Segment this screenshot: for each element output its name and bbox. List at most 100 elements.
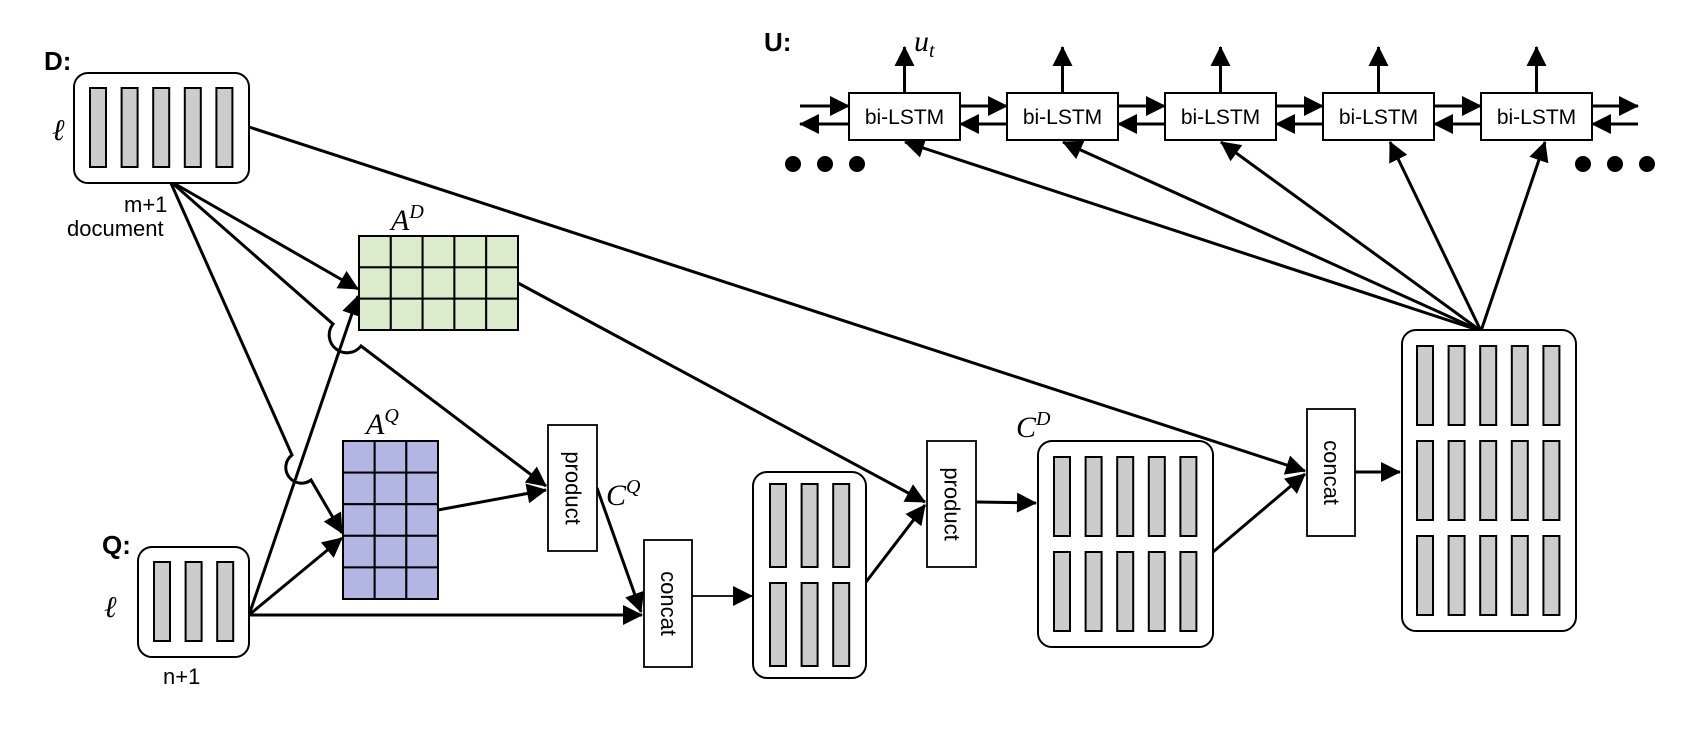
affinity-doc: AD <box>358 201 520 331</box>
affinity-query-label: AQ <box>364 405 399 441</box>
final-concat-vector <box>1416 440 1434 521</box>
context-query-stack <box>752 471 867 679</box>
document-title: D: <box>44 46 71 76</box>
context-doc-vector <box>1116 456 1135 537</box>
edge-document-to-affinity-doc <box>169 179 359 291</box>
concat-2-box <box>1306 408 1356 537</box>
edge-context-doc-to-concat-2 <box>1212 472 1306 554</box>
affinity-doc-cell <box>421 235 456 269</box>
edge-product-1-to-concat-1 <box>595 487 645 613</box>
fanout-arrow <box>904 138 1482 333</box>
context-query-vector <box>800 582 819 667</box>
final-concat-vector <box>1542 440 1561 521</box>
final-concat-vector <box>1416 535 1434 616</box>
context-doc-container <box>1037 440 1214 648</box>
fanout-arrow <box>1388 141 1483 332</box>
context-query-vector <box>769 582 787 667</box>
affinity-query-cell <box>405 440 440 474</box>
context-query-vector <box>832 582 851 667</box>
product-1-node: product <box>547 424 598 552</box>
bi-lstm-cell: bi-LSTM <box>1480 46 1593 141</box>
context-doc-vector <box>1084 551 1103 632</box>
context-doc-vector <box>1116 551 1135 632</box>
final-concat-stack <box>1401 329 1577 632</box>
edge-query-to-affinity-query <box>248 536 343 617</box>
query-vector <box>153 561 171 642</box>
final-concat-vector <box>1510 440 1529 521</box>
affinity-doc-cell <box>453 235 488 269</box>
context-query-vector <box>769 483 787 568</box>
fanout-arrow <box>1220 140 1482 333</box>
affinity-doc-cell <box>485 297 520 331</box>
final-concat-vector <box>1510 535 1529 616</box>
context-doc-label-sup: D <box>1035 408 1051 430</box>
affinity-query-cell <box>342 503 376 537</box>
query-width-label: n+1 <box>163 664 200 689</box>
bi-lstm-cell: bi-LSTM <box>1322 46 1435 141</box>
bi-lstm-box <box>848 92 961 141</box>
encoder-title: U: <box>764 27 791 57</box>
bi-lstm-label: bi-LSTM <box>1181 106 1260 129</box>
bi-lstm-label: bi-LSTM <box>1497 106 1576 129</box>
edges <box>168 125 1549 625</box>
product-1-box <box>547 424 598 552</box>
ellipsis-dot <box>1639 156 1655 172</box>
affinity-doc-cell <box>421 266 456 300</box>
bi-lstm-chain: bi-LSTM bi-LSTM bi-LSTM bi-LSTM bi-LSTM <box>799 46 1639 141</box>
document-width-label: m+1 <box>124 192 167 217</box>
context-doc-vector <box>1179 456 1198 537</box>
final-concat-vector <box>1542 535 1561 616</box>
edge-context-query-to-product-2 <box>864 504 927 583</box>
document-height-label: ℓ <box>52 114 65 147</box>
query-vectors <box>153 561 235 642</box>
edge-document-to-product-1 <box>169 179 547 488</box>
document-vector <box>89 87 107 168</box>
query-matrix: Q: ℓ n+1 <box>102 530 250 689</box>
final-concat-vector <box>1479 535 1498 616</box>
affinity-query-cell <box>405 566 440 601</box>
query-vector <box>216 561 235 642</box>
context-query-vector <box>832 483 851 568</box>
edge-affinity-query-to-product-1 <box>437 483 547 512</box>
context-query-vectors <box>769 483 851 667</box>
bi-lstm-box <box>1480 92 1593 141</box>
affinity-doc-cell <box>485 235 520 269</box>
context-doc-stack: CD <box>1016 408 1214 648</box>
affinity-doc-cell <box>453 297 488 331</box>
affinity-doc-grid <box>358 235 520 331</box>
affinity-query-cell <box>373 534 408 569</box>
affinity-doc-cell <box>389 266 424 300</box>
context-doc-vector <box>1053 456 1071 537</box>
final-concat-vector <box>1447 345 1466 426</box>
affinity-doc-cell <box>358 266 392 300</box>
ellipsis-dot <box>1607 156 1623 172</box>
edge-document-to-concat-2 <box>248 125 1306 475</box>
fanout-arrow <box>1479 141 1549 332</box>
document-vector <box>120 87 139 168</box>
product-2-box <box>926 440 977 568</box>
concat-1-box <box>643 539 693 668</box>
bi-lstm-cell: bi-LSTM <box>1006 46 1119 141</box>
ellipsis-dot <box>785 156 801 172</box>
bi-lstm-label: bi-LSTM <box>865 106 944 129</box>
context-doc-vectors <box>1053 456 1198 632</box>
edge-affinity-doc-to-product-2 <box>517 281 926 504</box>
context-doc-label-base: C <box>1016 411 1037 444</box>
affinity-doc-cell <box>485 266 520 300</box>
product-2-node: product <box>926 440 977 568</box>
context-doc-vector <box>1147 551 1166 632</box>
bi-lstm-box <box>1164 92 1277 141</box>
concat-2-label: concat <box>1319 440 1344 505</box>
affinity-doc-label: AD <box>389 201 424 237</box>
encoder-output-label-sub: t <box>929 40 935 62</box>
edge-document-to-affinity-query <box>168 180 344 534</box>
document-matrix: D: ℓ m+1 document <box>44 46 250 241</box>
affinity-doc-cell <box>453 266 488 300</box>
document-vector <box>183 87 202 168</box>
affinity-query-grid <box>342 440 440 601</box>
affinity-query-cell <box>405 534 440 569</box>
concat-1-label: concat <box>656 571 681 636</box>
affinity-doc-cell <box>421 297 456 331</box>
document-vector <box>215 87 234 168</box>
